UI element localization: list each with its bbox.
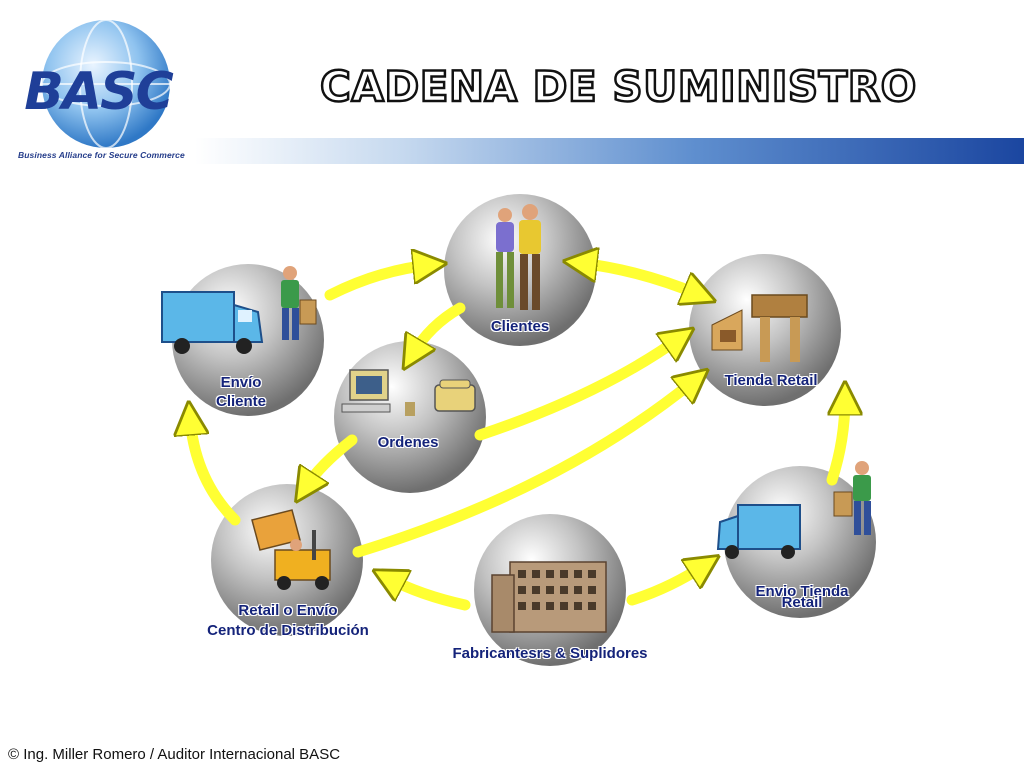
page-title: CADENA DE SUMINISTRO (319, 61, 918, 113)
label-fabricantes: Fabricantesrs & Suplidores (452, 645, 648, 662)
forklift-icon (251, 509, 331, 590)
label-envio-cliente-2: Cliente (215, 393, 266, 410)
supply-chain-diagram: Clientes Tienda Retail Envío Cliente Ord… (0, 190, 1024, 690)
computer-icon (341, 369, 391, 413)
delivery-van-icon-2 (716, 504, 801, 559)
arrow-fabricantes-to-envio-tienda (626, 565, 705, 606)
label-envio-tienda-1: Envio Tienda (755, 583, 849, 600)
label-clientes: Clientes (490, 318, 550, 335)
footer-credit: © Ing. Miller Romero / Auditor Internaci… (8, 746, 341, 763)
node-ordenes (334, 341, 486, 493)
arrow-fabricantes-to-centro (388, 578, 471, 611)
factory-building-icon (491, 561, 607, 633)
worker-icon (281, 266, 317, 340)
delivery-van-icon (161, 291, 264, 354)
arrow-envio-to-clientes (324, 265, 430, 301)
arrow-centro-to-tienda (352, 380, 695, 558)
people-icon (496, 204, 541, 310)
arrow-clientes-tienda (580, 263, 700, 295)
worker-icon-2 (833, 461, 871, 535)
globe-icon (41, 19, 171, 149)
store-icon (711, 294, 808, 362)
logo-tagline: Business Alliance for Secure Commerce (18, 150, 185, 160)
basc-logo: BASC (18, 14, 194, 164)
label-centro-1: Retail o Envío (238, 602, 338, 619)
arrow-clientes-to-ordenes (412, 302, 466, 355)
phone-icon (405, 379, 476, 416)
title-gradient-bar (195, 138, 1024, 164)
label-tienda-retail: Tienda Retail (724, 372, 818, 389)
arrow-centro-to-envio (190, 418, 241, 526)
label-envio-tienda-2: Retail (781, 594, 823, 611)
arrow-envio-tienda-to-tienda (826, 398, 845, 486)
label-envio-cliente-1: Envío (220, 374, 262, 391)
label-ordenes: Ordenes (377, 434, 439, 451)
arrow-ordenes-to-tienda (474, 338, 680, 441)
logo-text: BASC (24, 62, 174, 122)
arrow-ordenes-to-centro (305, 434, 358, 488)
label-centro-2: Centro de Distribución (207, 622, 369, 639)
